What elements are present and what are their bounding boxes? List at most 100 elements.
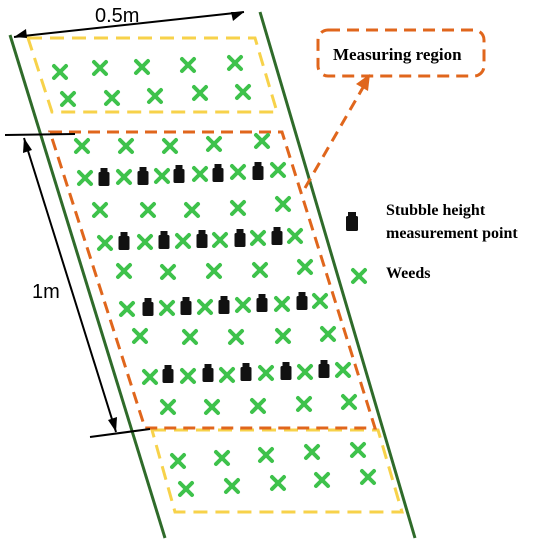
weed-marker	[206, 136, 222, 152]
weed-marker	[77, 170, 93, 186]
field-markers	[52, 55, 376, 497]
width-arrowhead-right	[231, 12, 244, 21]
weed-marker	[160, 399, 176, 415]
stubble-marker	[196, 230, 208, 248]
bottom-outer-region	[150, 428, 405, 514]
weed-marker	[250, 398, 266, 414]
legend: Stubble height measurement point Weeds	[346, 202, 518, 284]
weed-marker	[230, 164, 246, 180]
weed-marker	[175, 233, 191, 249]
stubble-marker	[212, 164, 224, 182]
weed-marker	[92, 202, 108, 218]
stubble-marker	[98, 168, 110, 186]
weed-marker	[235, 84, 251, 100]
stubble-marker	[256, 294, 268, 312]
stubble-marker	[158, 231, 170, 249]
length-arrowhead-bottom	[108, 417, 117, 432]
stubble-marker	[142, 298, 154, 316]
stubble-marker	[280, 362, 292, 380]
legend-stubble-label-line1: Stubble height	[386, 202, 486, 219]
weed-marker	[119, 301, 135, 317]
region-callout-pointer	[303, 83, 367, 189]
weed-marker	[360, 469, 376, 485]
stubble-marker	[180, 297, 192, 315]
stubble-marker	[240, 363, 252, 381]
stubble-marker-icon	[346, 212, 358, 231]
weed-marker	[52, 64, 68, 80]
weed-marker	[287, 228, 303, 244]
length-tick-top	[4, 133, 76, 136]
legend-weeds-label: Weeds	[386, 265, 430, 282]
weed-marker	[97, 235, 113, 251]
weed-marker	[118, 138, 134, 154]
weed-marker	[219, 367, 235, 383]
weed-marker	[197, 299, 213, 315]
weed-marker	[312, 293, 328, 309]
weed-marker	[104, 90, 120, 106]
weed-marker	[160, 264, 176, 280]
length-arrowhead-top	[23, 138, 32, 153]
stubble-marker	[234, 229, 246, 247]
weed-marker	[147, 88, 163, 104]
weed-marker	[212, 232, 228, 248]
field-left-border	[8, 34, 167, 539]
weed-marker	[192, 166, 208, 182]
weed-marker	[341, 394, 357, 410]
width-arrowhead-left	[14, 29, 27, 38]
weed-marker	[214, 450, 230, 466]
weed-marker	[270, 162, 286, 178]
field-right-border	[258, 11, 417, 539]
stubble-marker	[137, 167, 149, 185]
weed-marker	[180, 368, 196, 384]
weed-marker	[162, 138, 178, 154]
weed-marker	[184, 202, 200, 218]
weed-marker	[270, 475, 286, 491]
legend-stubble-label-line2: measurement point	[386, 225, 518, 242]
stubble-marker	[318, 360, 330, 378]
weed-marker	[304, 444, 320, 460]
weed-marker	[228, 329, 244, 345]
top-outer-region	[25, 36, 280, 114]
weed-marker	[182, 329, 198, 345]
weed-marker	[140, 202, 156, 218]
weed-marker	[252, 262, 268, 278]
region-callout-box	[316, 28, 486, 78]
width-dimension-line	[13, 11, 245, 38]
weed-marker	[297, 259, 313, 275]
weed-marker	[206, 263, 222, 279]
weed-marker	[132, 328, 148, 344]
weed-marker	[235, 297, 251, 313]
stubble-marker	[252, 162, 264, 180]
weed-cross-icon	[351, 268, 367, 284]
weed-marker	[178, 481, 194, 497]
weed-marker	[254, 133, 270, 149]
weed-marker	[275, 196, 291, 212]
weed-marker	[224, 478, 240, 494]
weed-marker	[335, 362, 351, 378]
stubble-marker	[218, 296, 230, 314]
length-dimension-line	[23, 137, 117, 433]
weed-marker	[137, 234, 153, 250]
stubble-marker	[118, 232, 130, 250]
weed-marker	[60, 91, 76, 107]
weed-marker	[296, 396, 312, 412]
weed-marker	[297, 364, 313, 380]
weed-marker	[314, 472, 330, 488]
weed-marker	[134, 59, 150, 75]
stubble-marker	[173, 165, 185, 183]
weed-marker	[192, 85, 208, 101]
region-callout-label: Measuring region	[333, 45, 462, 64]
weed-marker	[116, 263, 132, 279]
weed-marker	[258, 365, 274, 381]
weed-marker	[170, 453, 186, 469]
measuring-region	[47, 130, 378, 430]
stubble-marker	[296, 292, 308, 310]
length-label: 1m	[32, 281, 60, 303]
weed-marker	[180, 57, 196, 73]
weed-marker	[230, 200, 246, 216]
weed-marker	[142, 369, 158, 385]
width-label: 0.5m	[95, 5, 139, 27]
weed-marker	[154, 168, 170, 184]
stubble-marker	[202, 364, 214, 382]
weed-marker	[92, 60, 108, 76]
